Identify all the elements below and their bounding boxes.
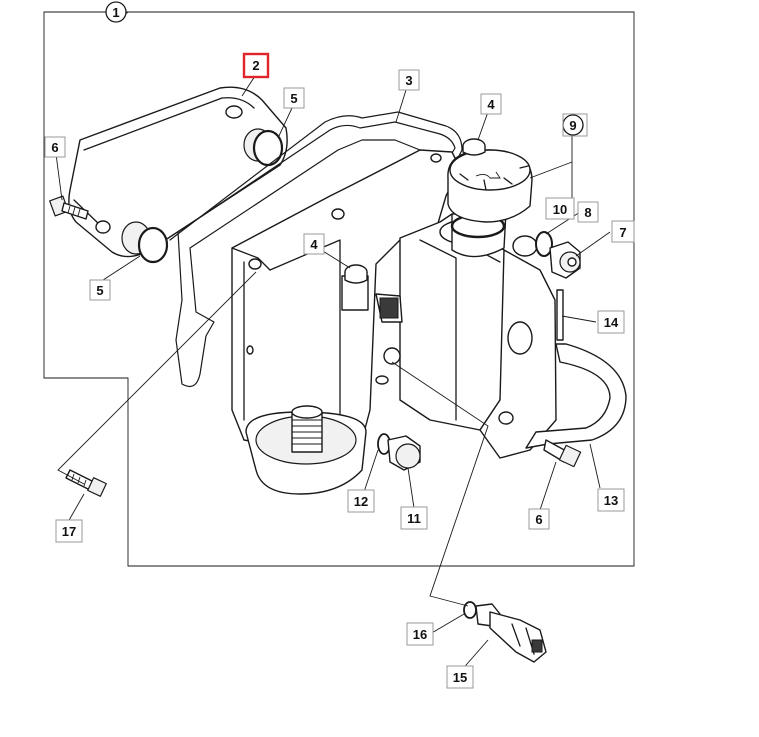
plug-lower [344, 264, 368, 284]
oil-reservoir [375, 213, 557, 459]
oil-cooler [68, 86, 288, 258]
svg-text:8: 8 [584, 205, 591, 220]
plug-right [549, 241, 581, 279]
clamp-strap [525, 343, 627, 449]
pin [556, 289, 564, 341]
svg-text:9: 9 [569, 118, 576, 133]
plug-upper [462, 138, 486, 156]
callout-13: 13 [597, 488, 625, 512]
bolt-lower-left [65, 469, 107, 497]
callout-14: 14 [597, 310, 625, 334]
svg-text:14: 14 [604, 315, 619, 330]
callout-1: 1 [105, 1, 127, 23]
oil-filter-housing [231, 149, 461, 495]
callout-15: 15 [446, 665, 474, 689]
svg-text:4: 4 [487, 97, 495, 112]
callout-9: 9 [562, 113, 588, 137]
callout-5-lower: 5 [89, 279, 111, 301]
svg-text:16: 16 [413, 627, 427, 642]
filler-cap-assembly [447, 149, 533, 258]
svg-text:2: 2 [252, 58, 259, 73]
svg-text:7: 7 [619, 225, 626, 240]
assembly-frame [43, 11, 635, 567]
svg-text:10: 10 [553, 202, 567, 217]
callout-17: 17 [55, 519, 83, 543]
callout-4-upper: 4 [480, 93, 502, 115]
callout-leaders [55, 11, 611, 673]
svg-text:5: 5 [96, 283, 103, 298]
callout-6-left: 6 [44, 136, 66, 158]
svg-text:15: 15 [453, 670, 467, 685]
callout-10: 10 [545, 197, 575, 220]
callout-16: 16 [406, 622, 434, 646]
svg-text:5: 5 [290, 91, 297, 106]
callout-2-highlighted: 2 [242, 52, 270, 79]
svg-text:6: 6 [51, 140, 58, 155]
drain-plug [387, 435, 421, 471]
callout-8: 8 [577, 201, 599, 223]
svg-text:4: 4 [310, 237, 318, 252]
pressure-sensor [475, 603, 547, 663]
callout-5-upper: 5 [283, 87, 305, 109]
bolt-upper-left [49, 195, 89, 220]
callout-4-lower: 4 [303, 233, 325, 255]
o-ring-lower [137, 226, 169, 264]
callout-6-right: 6 [528, 508, 550, 530]
callout-7: 7 [611, 220, 635, 243]
callout-12: 12 [347, 489, 375, 513]
callout-3: 3 [398, 69, 420, 91]
sensor-washer [463, 601, 477, 619]
seal-ring [535, 231, 553, 257]
callout-11: 11 [400, 506, 428, 530]
svg-text:12: 12 [354, 494, 368, 509]
svg-text:3: 3 [405, 73, 412, 88]
svg-text:17: 17 [62, 524, 76, 539]
o-ring-upper [252, 129, 284, 167]
svg-text:6: 6 [535, 512, 542, 527]
bolt-lower-right [543, 439, 582, 468]
svg-text:1: 1 [112, 5, 119, 20]
svg-text:11: 11 [407, 511, 421, 526]
leader-sensor [391, 361, 489, 607]
leader-17 [57, 271, 257, 485]
svg-text:13: 13 [604, 493, 618, 508]
gasket [175, 121, 456, 387]
